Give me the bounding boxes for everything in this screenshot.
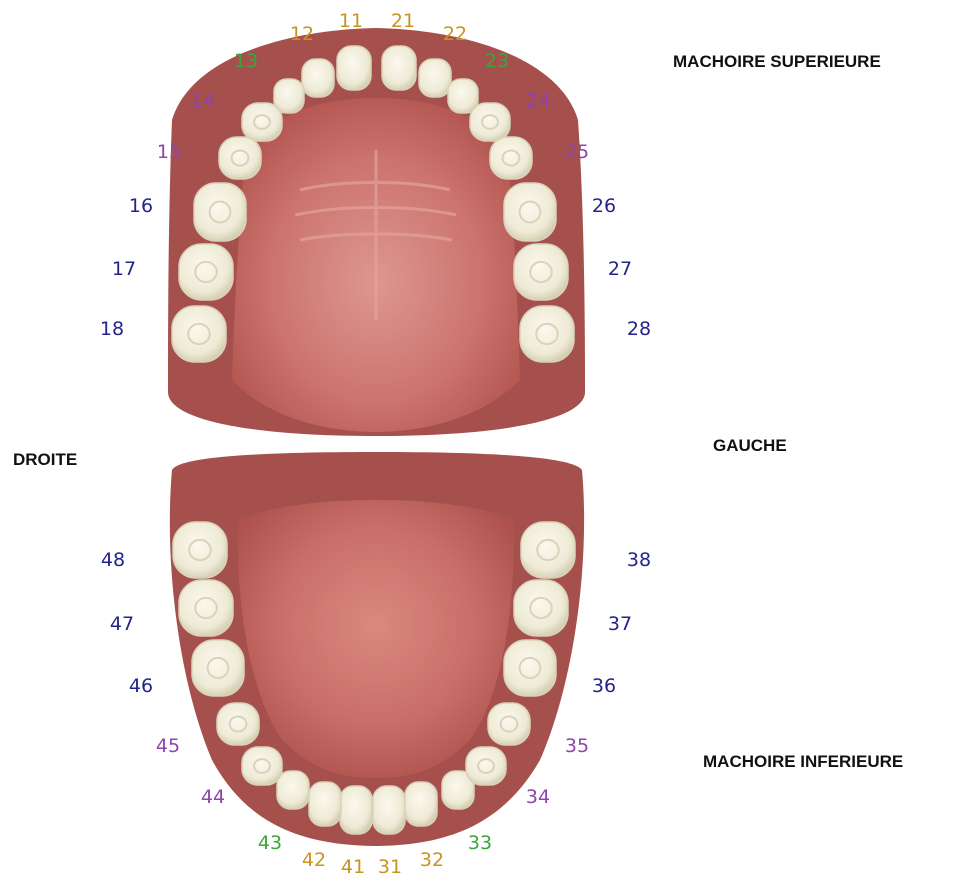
tooth-38 xyxy=(521,522,575,578)
tooth-number-label: 46 xyxy=(129,675,153,697)
tooth-number-label: 15 xyxy=(157,141,181,163)
tooth-number-label: 14 xyxy=(191,90,215,112)
tooth-crown xyxy=(192,640,244,696)
tooth-crown xyxy=(302,59,334,97)
tooth-34 xyxy=(466,747,506,785)
tooth-number-label: 11 xyxy=(339,10,363,32)
tooth-number-label: 33 xyxy=(468,832,492,854)
tooth-24 xyxy=(470,103,510,141)
tooth-36 xyxy=(504,640,556,696)
tooth-number-label: 45 xyxy=(156,735,180,757)
tooth-11 xyxy=(337,46,371,90)
tooth-25 xyxy=(490,137,532,179)
tooth-37 xyxy=(514,580,568,636)
tooth-46 xyxy=(192,640,244,696)
tooth-number-label: 28 xyxy=(627,318,651,340)
tooth-crown xyxy=(466,747,506,785)
tooth-number-label: 36 xyxy=(592,675,616,697)
tooth-number-label: 26 xyxy=(592,195,616,217)
tooth-crown xyxy=(504,640,556,696)
tooth-44 xyxy=(242,747,282,785)
tooth-crown xyxy=(219,137,261,179)
tooth-crown xyxy=(405,782,437,826)
tooth-crown xyxy=(179,580,233,636)
tooth-47 xyxy=(179,580,233,636)
tooth-number-label: 21 xyxy=(391,10,415,32)
tooth-number-label: 25 xyxy=(565,141,589,163)
tooth-number-label: 47 xyxy=(110,613,134,635)
tooth-31 xyxy=(373,786,405,834)
tooth-number-label: 23 xyxy=(485,50,509,72)
tooth-number-label: 17 xyxy=(112,258,136,280)
tooth-crown xyxy=(179,244,233,300)
tooth-number-label: 44 xyxy=(201,786,225,808)
tooth-crown xyxy=(309,782,341,826)
tooth-crown xyxy=(242,747,282,785)
left-side-label: GAUCHE xyxy=(713,436,787,456)
tooth-number-label: 43 xyxy=(258,832,282,854)
tooth-crown xyxy=(340,786,372,834)
tooth-crown xyxy=(514,580,568,636)
tooth-crown xyxy=(490,137,532,179)
tooth-number-label: 48 xyxy=(101,549,125,571)
tooth-41 xyxy=(340,786,372,834)
tooth-number-label: 13 xyxy=(234,50,258,72)
tooth-number-label: 18 xyxy=(100,318,124,340)
tooth-12 xyxy=(302,59,334,97)
tooth-21 xyxy=(382,46,416,90)
tooth-crown xyxy=(419,59,451,97)
tooth-17 xyxy=(179,244,233,300)
tooth-43 xyxy=(277,771,309,809)
tooth-number-label: 12 xyxy=(290,23,314,45)
tooth-crown xyxy=(172,306,226,362)
tooth-crown xyxy=(521,522,575,578)
tooth-35 xyxy=(488,703,530,745)
tooth-14 xyxy=(242,103,282,141)
tooth-crown xyxy=(277,771,309,809)
tooth-number-label: 37 xyxy=(608,613,632,635)
tooth-crown xyxy=(337,46,371,90)
tooth-crown xyxy=(520,306,574,362)
tooth-number-label: 22 xyxy=(443,23,467,45)
tooth-15 xyxy=(219,137,261,179)
tooth-18 xyxy=(172,306,226,362)
right-side-label: DROITE xyxy=(13,450,77,470)
lower-jaw-title: MACHOIRE INFERIEURE xyxy=(703,752,903,772)
tooth-crown xyxy=(194,183,246,241)
tooth-crown xyxy=(514,244,568,300)
tooth-number-label: 35 xyxy=(565,735,589,757)
tooth-number-label: 34 xyxy=(526,786,550,808)
upper-jaw-title: MACHOIRE SUPERIEURE xyxy=(673,52,881,72)
tooth-crown xyxy=(382,46,416,90)
tooth-22 xyxy=(419,59,451,97)
tooth-45 xyxy=(217,703,259,745)
tooth-26 xyxy=(504,183,556,241)
tooth-number-label: 31 xyxy=(378,856,402,878)
tooth-32 xyxy=(405,782,437,826)
tooth-16 xyxy=(194,183,246,241)
tooth-42 xyxy=(309,782,341,826)
tooth-48 xyxy=(173,522,227,578)
tooth-crown xyxy=(504,183,556,241)
tooth-number-label: 38 xyxy=(627,549,651,571)
tooth-crown xyxy=(470,103,510,141)
tooth-number-label: 42 xyxy=(302,849,326,871)
tooth-number-label: 16 xyxy=(129,195,153,217)
tooth-28 xyxy=(520,306,574,362)
tooth-number-label: 27 xyxy=(608,258,632,280)
tooth-crown xyxy=(488,703,530,745)
tooth-crown xyxy=(373,786,405,834)
tooth-number-label: 24 xyxy=(526,90,550,112)
tooth-27 xyxy=(514,244,568,300)
tooth-number-label: 32 xyxy=(420,849,444,871)
tooth-number-label: 41 xyxy=(341,856,365,878)
tooth-crown xyxy=(217,703,259,745)
tooth-crown xyxy=(242,103,282,141)
tooth-crown xyxy=(173,522,227,578)
